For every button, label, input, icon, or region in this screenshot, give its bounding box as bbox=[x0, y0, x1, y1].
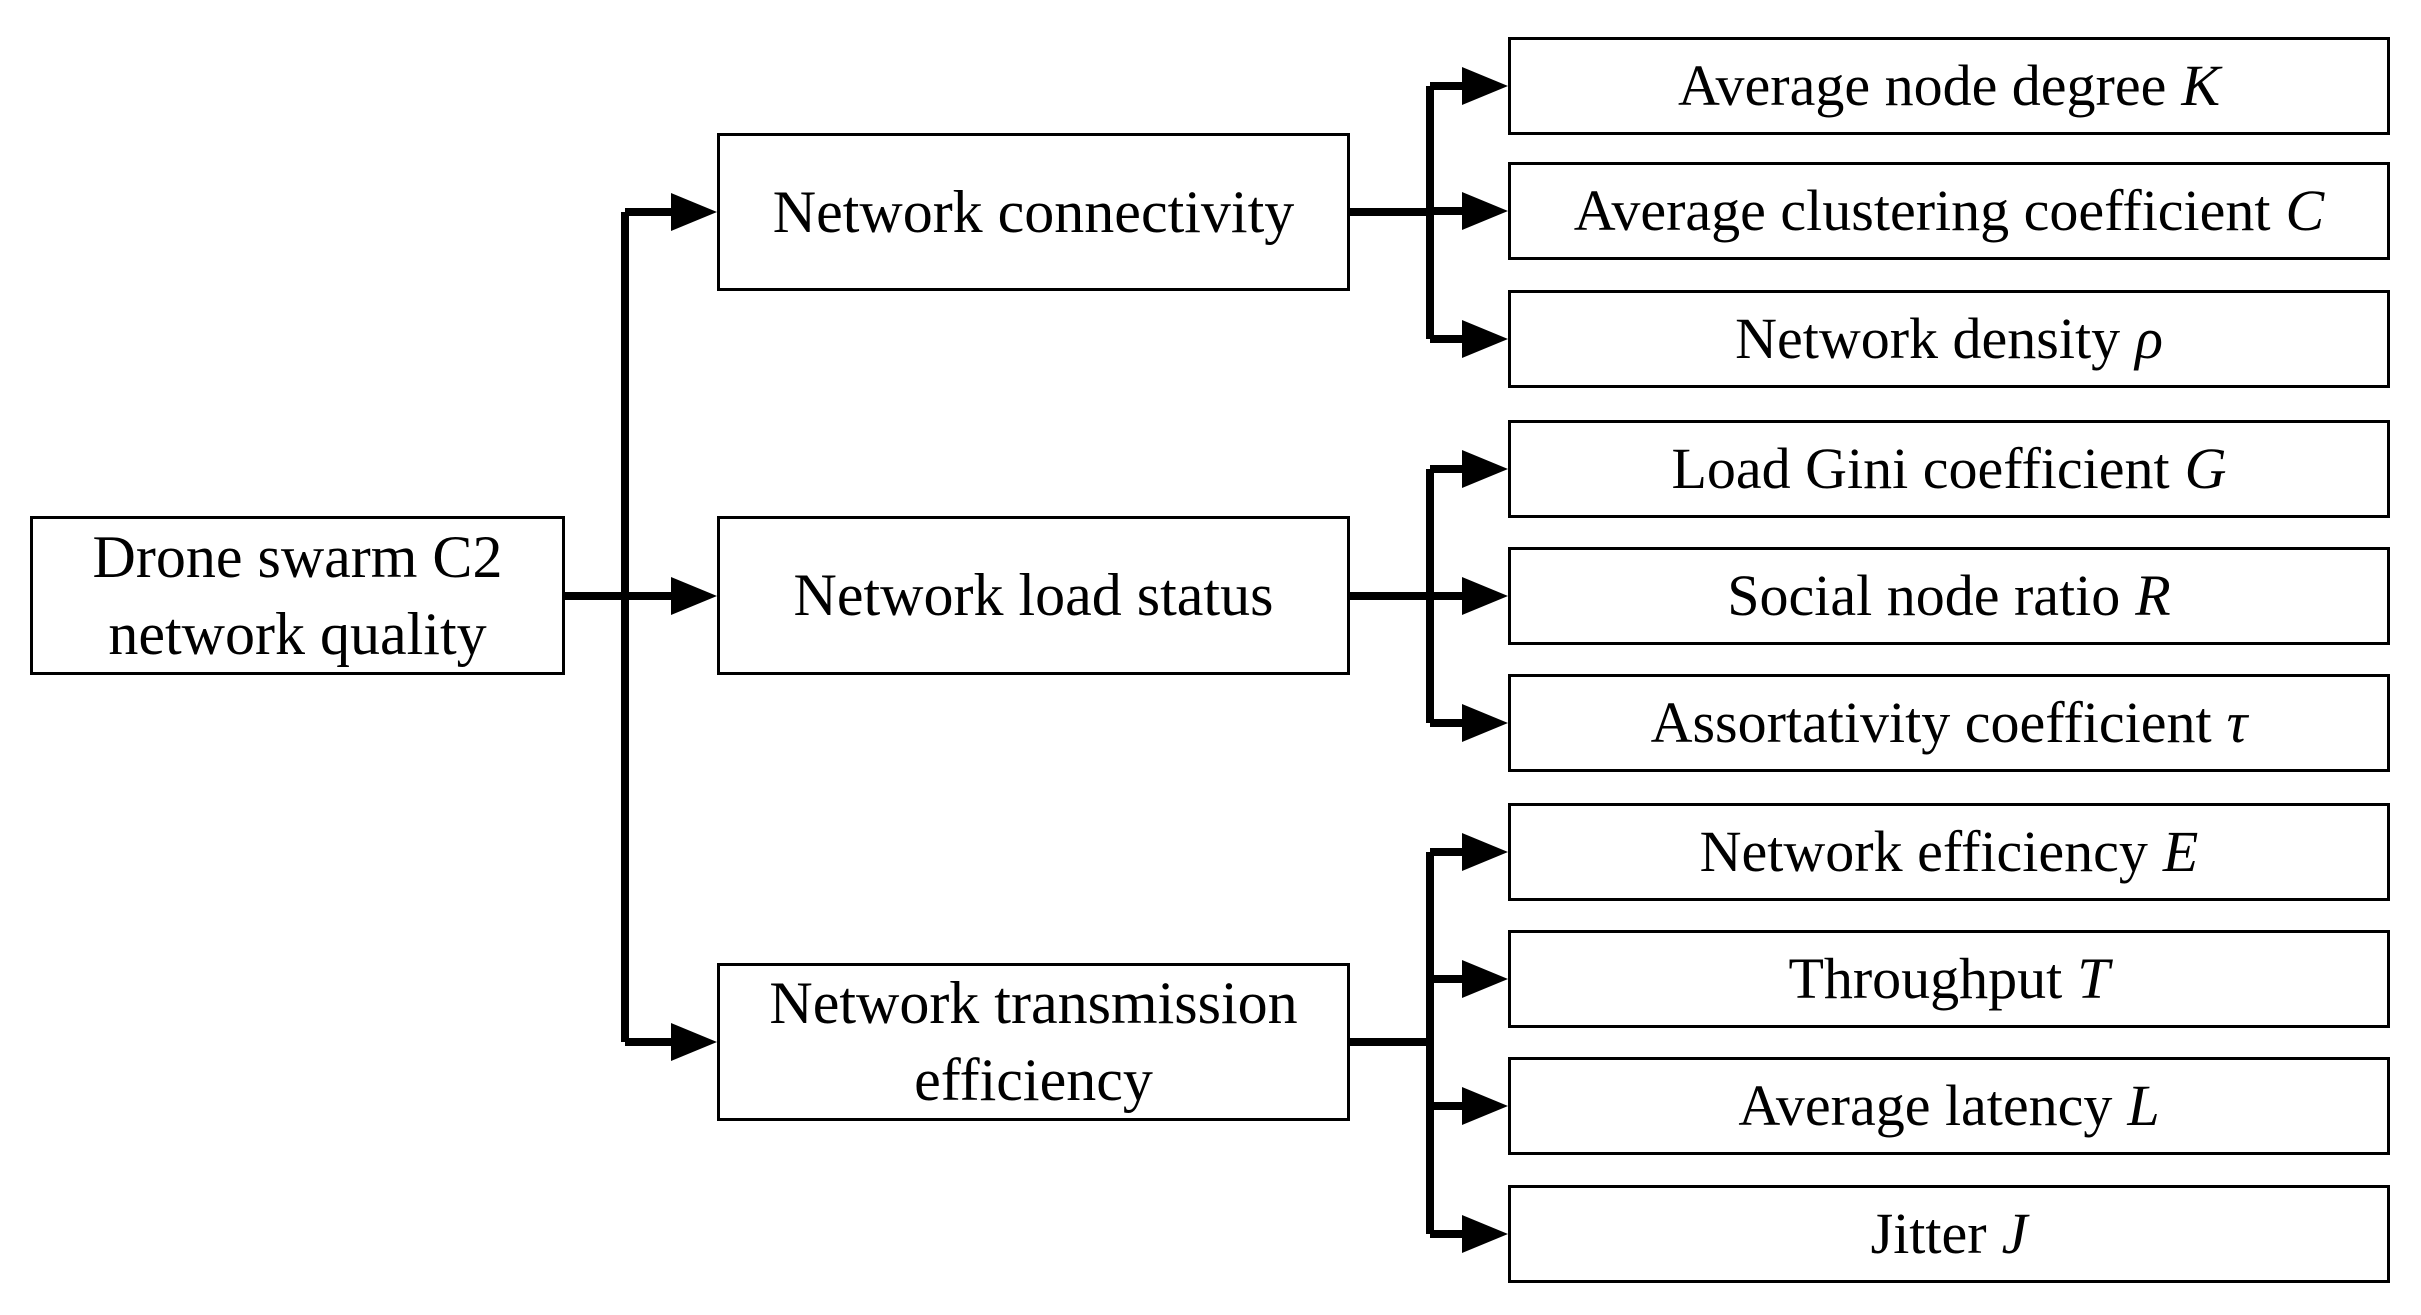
category-node-network-transmission-efficiency: Network transmission efficiency bbox=[717, 963, 1350, 1121]
arrowhead-icon bbox=[1462, 67, 1508, 105]
leaf-node-network-density: Network density ρ bbox=[1508, 290, 2390, 388]
arrowhead-icon bbox=[1462, 320, 1508, 358]
arrowhead-icon bbox=[671, 1023, 717, 1061]
arrowhead-icon bbox=[1462, 577, 1508, 615]
arrowhead-icon bbox=[1462, 960, 1508, 998]
leaf-symbol: R bbox=[2135, 562, 2171, 628]
leaf-symbol: ρ bbox=[2135, 305, 2163, 371]
leaf-symbol: G bbox=[2184, 435, 2227, 501]
leaf-label: Load Gini coefficient bbox=[1671, 435, 2170, 501]
root-label-line-1: Drone swarm C2 bbox=[92, 523, 503, 590]
leaf-symbol: L bbox=[2127, 1072, 2160, 1138]
root-node-label: Drone swarm C2 network quality bbox=[93, 519, 503, 673]
leaf-node-social-node-ratio: Social node ratio R bbox=[1508, 547, 2390, 645]
leaf-label: Network density bbox=[1735, 305, 2121, 371]
leaf-node-assortativity-coefficient: Assortativity coefficient τ bbox=[1508, 674, 2390, 772]
arrowhead-icon bbox=[671, 577, 717, 615]
leaf-label: Assortativity coefficient bbox=[1650, 689, 2212, 755]
leaf-node-jitter: Jitter J bbox=[1508, 1185, 2390, 1283]
leaf-node-average-node-degree: Average node degree K bbox=[1508, 37, 2390, 135]
leaf-label: Jitter bbox=[1870, 1200, 1987, 1266]
root-label-line-2: network quality bbox=[108, 600, 487, 667]
category-label: Network load status bbox=[793, 562, 1274, 629]
category-label: Network transmission efficiency bbox=[769, 970, 1298, 1113]
leaf-symbol: E bbox=[2162, 818, 2199, 884]
leaf-label: Average latency bbox=[1738, 1072, 2113, 1138]
leaf-node-average-clustering-coefficient: Average clustering coefficient C bbox=[1508, 162, 2390, 260]
arrowhead-icon bbox=[1462, 704, 1508, 742]
leaf-label: Throughput bbox=[1788, 945, 2063, 1011]
category-label: Network connectivity bbox=[772, 178, 1295, 245]
leaf-label: Average node degree bbox=[1677, 52, 2167, 118]
category-node-network-load-status: Network load status bbox=[717, 516, 1350, 675]
arrowhead-icon bbox=[671, 193, 717, 231]
leaf-label: Social node ratio bbox=[1727, 562, 2121, 628]
leaf-symbol: J bbox=[2001, 1200, 2028, 1266]
arrowhead-icon bbox=[1462, 192, 1508, 230]
arrowhead-icon bbox=[1462, 833, 1508, 871]
root-node-drone-swarm-c2-network-quality: Drone swarm C2 network quality bbox=[30, 516, 565, 675]
leaf-symbol: τ bbox=[2226, 689, 2248, 755]
leaf-symbol: T bbox=[2077, 945, 2110, 1011]
leaf-symbol: C bbox=[2285, 177, 2325, 243]
leaf-node-network-efficiency: Network efficiency E bbox=[1508, 803, 2390, 901]
category-node-network-connectivity: Network connectivity bbox=[717, 133, 1350, 291]
leaf-node-throughput: Throughput T bbox=[1508, 930, 2390, 1028]
leaf-label: Average clustering coefficient bbox=[1573, 177, 2271, 243]
leaf-node-average-latency: Average latency L bbox=[1508, 1057, 2390, 1155]
leaf-symbol: K bbox=[2181, 52, 2221, 118]
arrowhead-icon bbox=[1462, 1215, 1508, 1253]
arrowhead-icon bbox=[1462, 1087, 1508, 1125]
leaf-node-load-gini-coefficient: Load Gini coefficient G bbox=[1508, 420, 2390, 518]
leaf-label: Network efficiency bbox=[1699, 818, 2148, 884]
arrowhead-icon bbox=[1462, 450, 1508, 488]
